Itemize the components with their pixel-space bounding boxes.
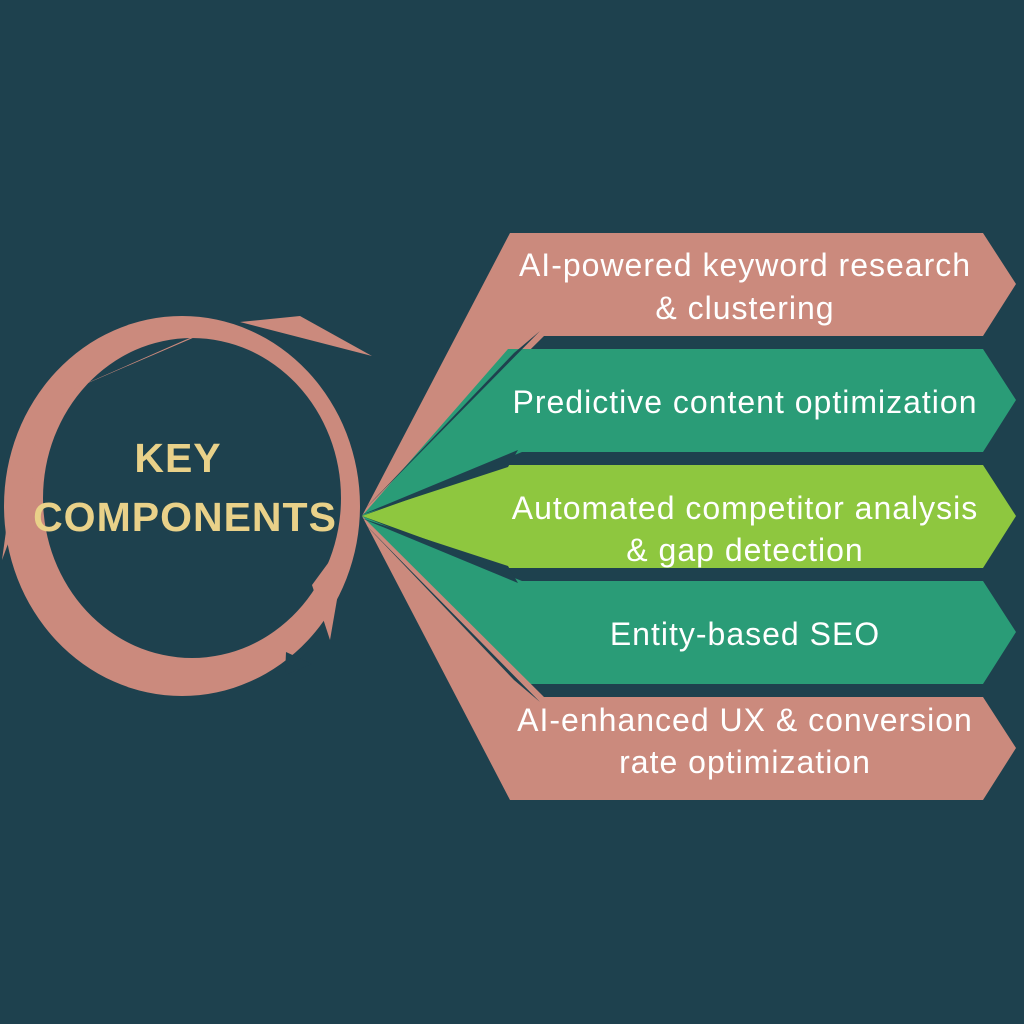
banner-labels: AI-powered keyword research & clustering… [512, 247, 979, 780]
page-title: KEY COMPONENTS [33, 435, 337, 540]
banner-3-label-line-1: Automated competitor analysis [512, 490, 979, 526]
ribbon-fan [361, 233, 1016, 800]
banner-shape-ai-keyword-research [362, 233, 1016, 516]
banner-1-label-line-2: & clustering [655, 290, 834, 326]
banner-shape-competitor-analysis [362, 465, 1016, 568]
brush-flick-left [2, 430, 42, 560]
title-line-2: COMPONENTS [33, 494, 337, 540]
banner-3-label-line-2: & gap detection [626, 532, 863, 568]
banner-shape-predictive-content [362, 349, 1016, 516]
brush-flick-top-right [240, 316, 372, 356]
brush-tail-right [312, 536, 348, 640]
banner-5-label-line-2: rate optimization [619, 744, 871, 780]
ribbon-separator-2 [361, 450, 518, 515]
brush-gap-notch [285, 652, 312, 675]
ribbon-separator-3 [361, 518, 518, 583]
brush-circle [2, 316, 372, 696]
banner-2-label: Predictive content optimization [513, 384, 978, 420]
title-line-1: KEY [134, 435, 221, 481]
banner-4-label: Entity-based SEO [610, 616, 880, 652]
banner-shape-entity-seo [362, 516, 1016, 684]
brush-flick-top-left [60, 322, 230, 395]
banner-5-label-line-1: AI-enhanced UX & conversion [517, 702, 973, 738]
ribbon-separator-4 [361, 520, 540, 702]
banner-1-label-line-1: AI-powered keyword research [519, 247, 971, 283]
banner-shape-ai-ux [362, 516, 1016, 800]
ribbon-separator-1 [361, 331, 540, 513]
